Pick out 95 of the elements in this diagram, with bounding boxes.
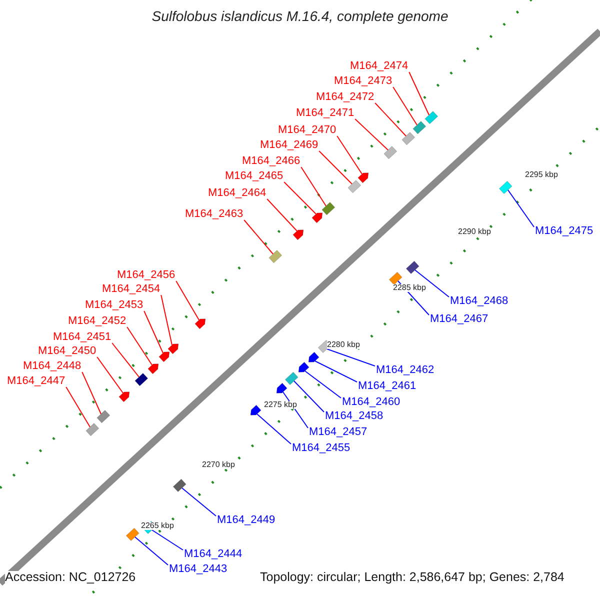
scale-label: 2285 kbp (393, 284, 426, 292)
gene-feature (358, 172, 369, 184)
leader-line (408, 72, 430, 116)
leader-line (414, 270, 450, 298)
gene-feature (298, 362, 310, 372)
gene-feature (292, 230, 304, 240)
gene-label: M164_2460 (342, 397, 400, 408)
gene-label: M164_2473 (334, 76, 392, 87)
gene-block (134, 373, 148, 386)
leader-line (182, 488, 216, 516)
gene-feature (250, 404, 262, 416)
gene-block (402, 132, 416, 146)
gene-feature (118, 392, 130, 402)
gene-label: M164_2461 (358, 381, 416, 392)
gene-label: M164_2462 (376, 365, 434, 376)
gene-label: M164_2457 (309, 427, 368, 438)
gene-label: M164_2472 (316, 92, 374, 103)
gene-feature (168, 344, 179, 354)
gene-label: M164_2452 (68, 316, 126, 327)
leader-line (134, 536, 168, 566)
gene-block (268, 250, 282, 264)
gene-label: M164_2458 (325, 411, 384, 422)
gene-feature (194, 318, 206, 330)
leader-line (144, 310, 164, 354)
leader-line (318, 150, 352, 184)
leader-line (304, 370, 342, 398)
gene-label: M164_2447 (7, 376, 66, 387)
gene-label: M164_2464 (208, 188, 266, 199)
gene-label: M164_2451 (53, 332, 112, 343)
gene-label: M164_2469 (260, 140, 318, 151)
gene-block (498, 180, 512, 194)
gene-block (86, 423, 100, 436)
gene-feature (148, 364, 159, 374)
gene-label: M164_2465 (225, 171, 284, 182)
leader-line (392, 86, 418, 126)
gene-block (388, 272, 402, 285)
gene-label: M164_2474 (350, 61, 408, 72)
gene-label: M164_2453 (85, 300, 144, 311)
gene-block (172, 478, 186, 492)
leader-line (314, 360, 358, 382)
gene-label: M164_2475 (535, 226, 594, 237)
leader-line (284, 182, 316, 214)
gene-feature (308, 352, 320, 362)
leader-line (82, 372, 102, 414)
gene-label: M164_2450 (38, 346, 96, 357)
gene-label: M164_2467 (430, 314, 488, 325)
gene-label: M164_2468 (450, 296, 508, 307)
gene-block (412, 121, 426, 134)
gene-label: M164_2463 (185, 209, 244, 220)
gene-feature (158, 352, 170, 362)
gene-block (424, 111, 438, 124)
gene-block (384, 146, 398, 160)
leader-line (96, 356, 124, 394)
leader-line (266, 198, 298, 232)
leader-line (354, 118, 388, 150)
leader-line (374, 102, 406, 136)
scale-label: 2290 kbp (458, 228, 491, 236)
footer-text: Topology: circular; Length: 2,586,647 bp; Genes: 2,784 (260, 571, 564, 584)
scale-label: 2295 kbp (525, 171, 558, 179)
gene-block (284, 372, 298, 385)
leader-line (112, 342, 140, 378)
leader-line (336, 136, 362, 174)
gene-block (322, 202, 336, 216)
leader-line (244, 220, 274, 254)
gene-label: M164_2466 (242, 156, 300, 167)
leader-line (508, 190, 534, 228)
gene-label: M164_2455 (292, 443, 350, 454)
leader-line (66, 386, 90, 428)
gene-label: M164_2470 (278, 125, 336, 136)
leader-line (160, 294, 172, 346)
gene-label: M164_2448 (23, 361, 82, 372)
footer-text: Accession: NC_012726 (5, 571, 136, 584)
gene-label: M164_2456 (117, 270, 176, 281)
leader-line (152, 530, 184, 550)
gene-block (126, 528, 140, 541)
leader-line (300, 166, 326, 206)
scale-label: 2280 kbp (327, 341, 360, 349)
gene-block (96, 410, 110, 424)
gene-feature (312, 212, 323, 224)
scale-label: 2275 kbp (264, 401, 297, 409)
title: Sulfolobus islandicus M.16.4, complete genome (150, 9, 450, 23)
gene-label: M164_2443 (169, 564, 228, 575)
scale-label: 2270 kbp (202, 461, 235, 469)
gene-block (406, 260, 420, 274)
leader-line (294, 380, 324, 412)
leader-line (256, 414, 292, 444)
leader-line (126, 326, 152, 366)
gene-feature (276, 382, 288, 394)
gene-label: M164_2471 (296, 108, 354, 119)
leader-line (176, 280, 200, 320)
gene-label: M164_2449 (217, 515, 276, 526)
gene-label: M164_2444 (184, 549, 242, 560)
gene-block (348, 180, 362, 194)
gene-label: M164_2454 (102, 284, 160, 295)
leader-line (326, 348, 376, 366)
